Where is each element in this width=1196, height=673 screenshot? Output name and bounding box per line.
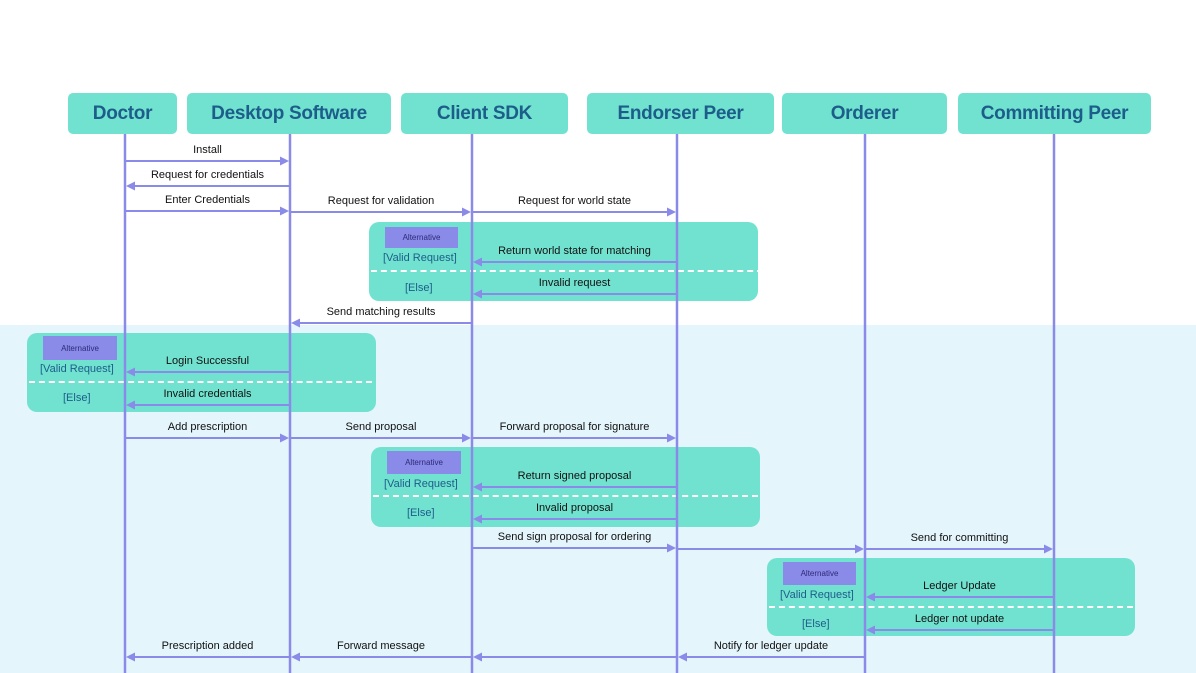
arrowhead <box>473 652 482 662</box>
fragment-condition: [Valid Request] <box>780 589 854 601</box>
arrowhead <box>667 433 676 443</box>
fragment-condition: [Valid Request] <box>384 478 458 490</box>
arrowhead <box>462 207 471 217</box>
arrowhead <box>855 544 864 554</box>
message-label: Request for world state <box>518 195 631 207</box>
message-label: Send sign proposal for ordering <box>498 531 651 543</box>
message-label: Request for validation <box>328 195 434 207</box>
arrowhead <box>126 400 135 410</box>
arrowhead <box>291 318 300 328</box>
fragment-separator <box>769 606 1133 608</box>
message-label: Send proposal <box>346 421 417 433</box>
arrowhead <box>280 433 289 443</box>
message-label: Login Successful <box>166 355 249 367</box>
fragment-condition: [Valid Request] <box>383 252 457 264</box>
fragment-separator <box>373 495 758 497</box>
actor-desktop-software: Desktop Software <box>187 93 391 134</box>
arrowhead <box>280 206 289 216</box>
message-label: Ledger Update <box>923 580 996 592</box>
arrowhead <box>462 433 471 443</box>
arrowhead <box>667 543 676 553</box>
arrowhead <box>280 156 289 166</box>
actor-client-sdk: Client SDK <box>401 93 568 134</box>
arrowhead <box>473 514 482 524</box>
message-label: Invalid request <box>539 277 611 289</box>
message-label: Forward message <box>337 640 425 652</box>
message-label: Enter Credentials <box>165 194 250 206</box>
fragment-else: [Else] <box>407 507 435 519</box>
actor-orderer: Orderer <box>782 93 947 134</box>
fragment-tag: Alternative <box>783 562 856 585</box>
fragment-tag: Alternative <box>43 336 117 360</box>
message-label: Ledger not update <box>915 613 1004 625</box>
message-label: Invalid proposal <box>536 502 613 514</box>
fragment-else: [Else] <box>802 618 830 630</box>
message-label: Add prescription <box>168 421 248 433</box>
message-label: Return signed proposal <box>518 470 632 482</box>
message-label: Prescription added <box>162 640 254 652</box>
arrowhead <box>678 652 687 662</box>
arrowhead <box>473 257 482 267</box>
fragment-tag: Alternative <box>387 451 461 474</box>
message-label: Return world state for matching <box>498 245 651 257</box>
message-label: Notify for ledger update <box>714 640 828 652</box>
arrowhead <box>667 207 676 217</box>
message-label: Request for credentials <box>151 169 265 181</box>
fragment-else: [Else] <box>405 282 433 294</box>
fragment-tag: Alternative <box>385 227 458 248</box>
actor-committing-peer: Committing Peer <box>958 93 1151 134</box>
fragment-condition: [Valid Request] <box>40 363 114 375</box>
arrowhead <box>291 652 300 662</box>
message-label: Invalid credentials <box>163 388 252 400</box>
fragment-else: [Else] <box>63 392 91 404</box>
arrowhead <box>126 652 135 662</box>
arrowhead <box>126 181 135 191</box>
message-label: Forward proposal for signature <box>500 421 650 433</box>
fragment-separator <box>29 381 372 383</box>
message-label: Install <box>193 144 222 156</box>
arrowhead <box>866 625 875 635</box>
arrowhead <box>473 482 482 492</box>
arrowhead <box>866 592 875 602</box>
actor-doctor: Doctor <box>68 93 177 134</box>
message-label: Send matching results <box>327 306 436 318</box>
arrowhead <box>473 289 482 299</box>
actor-endorser-peer: Endorser Peer <box>587 93 774 134</box>
message-label: Send for committing <box>911 532 1009 544</box>
arrowhead <box>1044 544 1053 554</box>
fragment-separator <box>371 270 773 272</box>
arrowhead <box>126 367 135 377</box>
